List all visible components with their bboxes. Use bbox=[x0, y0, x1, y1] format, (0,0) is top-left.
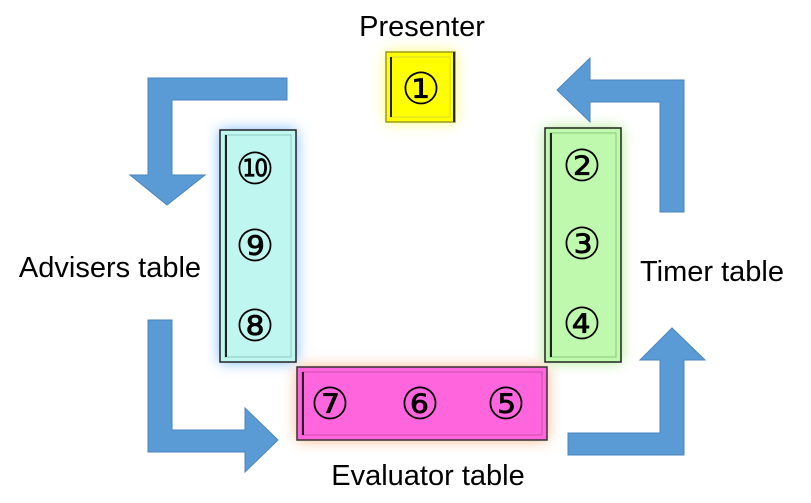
seat-5: ⑤ bbox=[486, 379, 525, 430]
timer-table-label: Timer table bbox=[640, 256, 784, 288]
seat-8: ⑧ bbox=[235, 301, 274, 352]
seat-2: ② bbox=[562, 141, 601, 192]
seat-10: ⑩ bbox=[235, 144, 274, 195]
arrow-top-left-icon bbox=[128, 77, 288, 206]
evaluator-box: ⑦ ⑥ ⑤ bbox=[296, 366, 548, 441]
presenter-label: Presenter bbox=[359, 11, 485, 43]
advisers-table-label: Advisers table bbox=[19, 252, 201, 284]
seat-4: ④ bbox=[562, 299, 601, 350]
presenter-box: ① bbox=[385, 51, 456, 123]
advisers-box: ⑩ ⑨ ⑧ bbox=[219, 129, 297, 363]
timer-box: ② ③ ④ bbox=[544, 127, 622, 363]
arrow-bottom-right-icon bbox=[567, 327, 707, 456]
evaluator-table-label: Evaluator table bbox=[331, 460, 524, 492]
seat-3: ③ bbox=[562, 219, 601, 270]
seat-7: ⑦ bbox=[310, 379, 349, 430]
seat-6: ⑥ bbox=[400, 379, 439, 430]
arrow-bottom-left-icon bbox=[147, 319, 279, 474]
seat-1: ① bbox=[401, 64, 440, 115]
arrow-top-right-icon bbox=[556, 56, 685, 213]
seat-9: ⑨ bbox=[235, 221, 274, 272]
